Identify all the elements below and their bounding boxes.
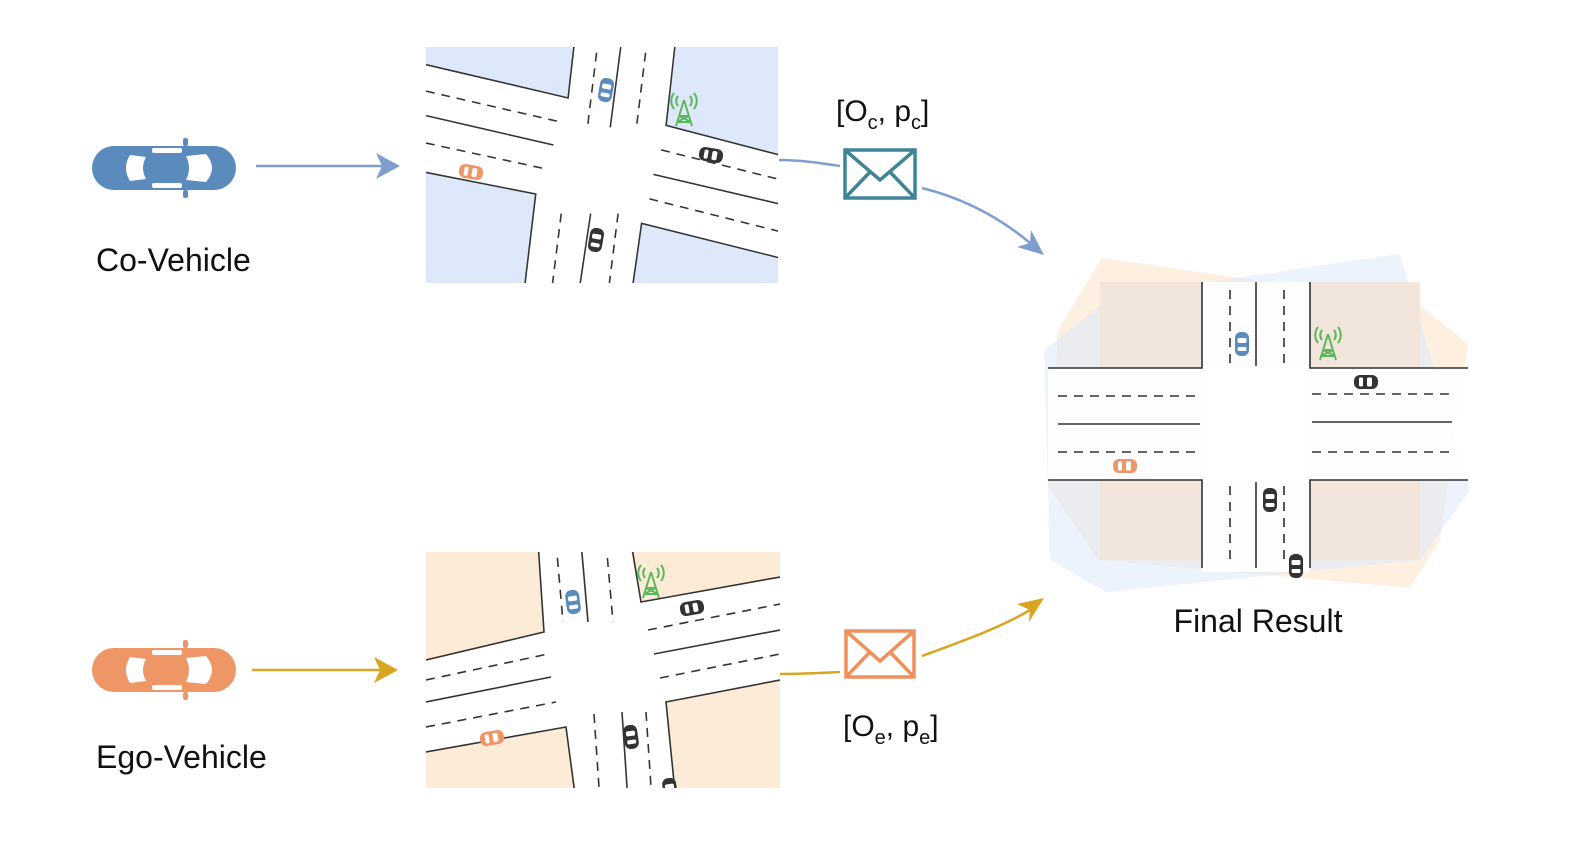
co-message-label: [Oc, pc]	[836, 95, 929, 134]
blue-car-icon	[1235, 332, 1249, 356]
co-output-arrow	[921, 186, 1044, 255]
dark-car-icon	[1263, 488, 1277, 512]
co-input-arrow	[256, 153, 400, 179]
final-result-label: Final Result	[1174, 603, 1343, 639]
ego-output-arrow	[921, 598, 1044, 658]
dark-car-icon	[1289, 554, 1303, 578]
ego-vehicle-icon	[92, 640, 236, 700]
ego-map-to-envelope-connector	[779, 670, 841, 676]
co-vehicle-icon	[92, 138, 236, 198]
co-map-to-envelope-connector	[778, 158, 841, 168]
orange-car-icon	[1113, 459, 1137, 473]
final-result-map	[1044, 254, 1470, 592]
ego-input-arrow	[252, 657, 398, 683]
ego-message-envelope-icon	[844, 629, 916, 679]
ego-observation-map	[426, 552, 780, 788]
co-message-envelope-icon	[843, 148, 917, 200]
ego-message-label: [Oe, pe]	[843, 710, 939, 749]
ego-vehicle-label: Ego-Vehicle	[96, 739, 267, 775]
co-vehicle-label: Co-Vehicle	[96, 242, 251, 278]
dark-car-icon	[1354, 375, 1378, 389]
co-observation-map	[426, 47, 778, 283]
